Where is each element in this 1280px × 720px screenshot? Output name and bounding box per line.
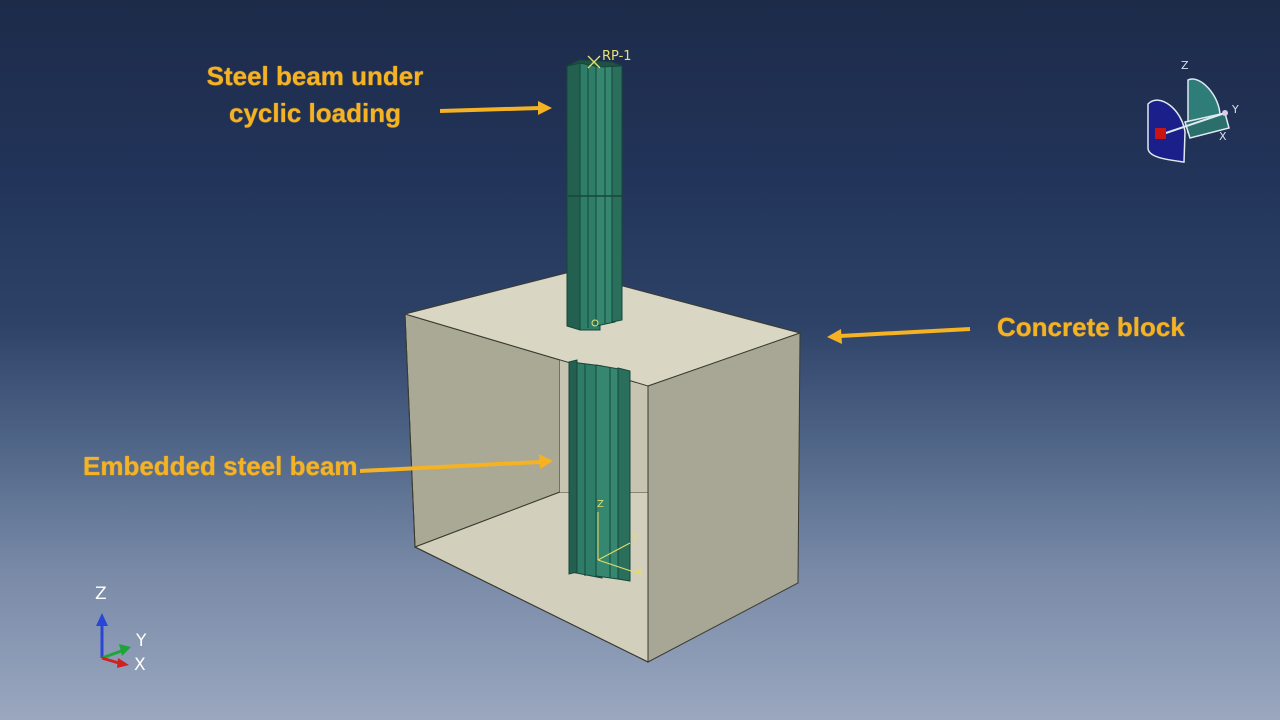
- embedded-steel-beam[interactable]: [568, 359, 631, 582]
- concrete-front-edge: [404, 313, 649, 663]
- local-csys-x-label: X: [636, 567, 643, 578]
- reference-point-label: RP-1: [602, 49, 632, 64]
- global-triad-y-label: Y: [136, 631, 147, 651]
- loaded-steel-beam[interactable]: [566, 59, 623, 331]
- callout-steel-beam-under-cyclic-loading: Steel beam under cyclic loading: [185, 58, 445, 132]
- view-widget-blue-petal: [1147, 99, 1186, 163]
- global-axis-triad: [96, 613, 131, 668]
- beam-flange-right: [611, 63, 623, 323]
- beam-base-marker: [591, 319, 599, 327]
- callout-arrow-concrete: [827, 327, 971, 344]
- callout-steel-beam-line2: cyclic loading: [229, 98, 401, 128]
- callout-concrete-block: Concrete block: [997, 312, 1185, 342]
- view-widget-x-label: X: [1219, 130, 1227, 143]
- view-orientation-widget[interactable]: [1147, 78, 1230, 163]
- global-triad-z-label: Z: [95, 584, 107, 604]
- callout-steel-beam-line1: Steel beam under: [206, 61, 424, 91]
- view-widget-red-marker: [1155, 128, 1166, 139]
- view-widget-light-petal: [1184, 112, 1230, 139]
- view-widget-y-label: Y: [1232, 103, 1239, 116]
- view-widget-z-label: Z: [1181, 59, 1189, 72]
- reference-point-marker[interactable]: [587, 55, 601, 69]
- callout-arrow-steel-beam: [439, 101, 552, 115]
- local-csys-y-label: Y: [632, 533, 639, 544]
- local-coordinate-system: [597, 512, 641, 575]
- callout-arrow-embedded: [359, 454, 553, 473]
- global-triad-x-label: X: [134, 655, 146, 675]
- callout-embedded-steel-beam: Embedded steel beam: [83, 451, 358, 481]
- beam-top-cap: [566, 59, 623, 68]
- local-csys-z-label: Z: [597, 499, 604, 510]
- concrete-right-face: [647, 332, 801, 663]
- embedded-beam-flange-right: [617, 367, 631, 582]
- embedded-beam-flange-back: [568, 359, 578, 575]
